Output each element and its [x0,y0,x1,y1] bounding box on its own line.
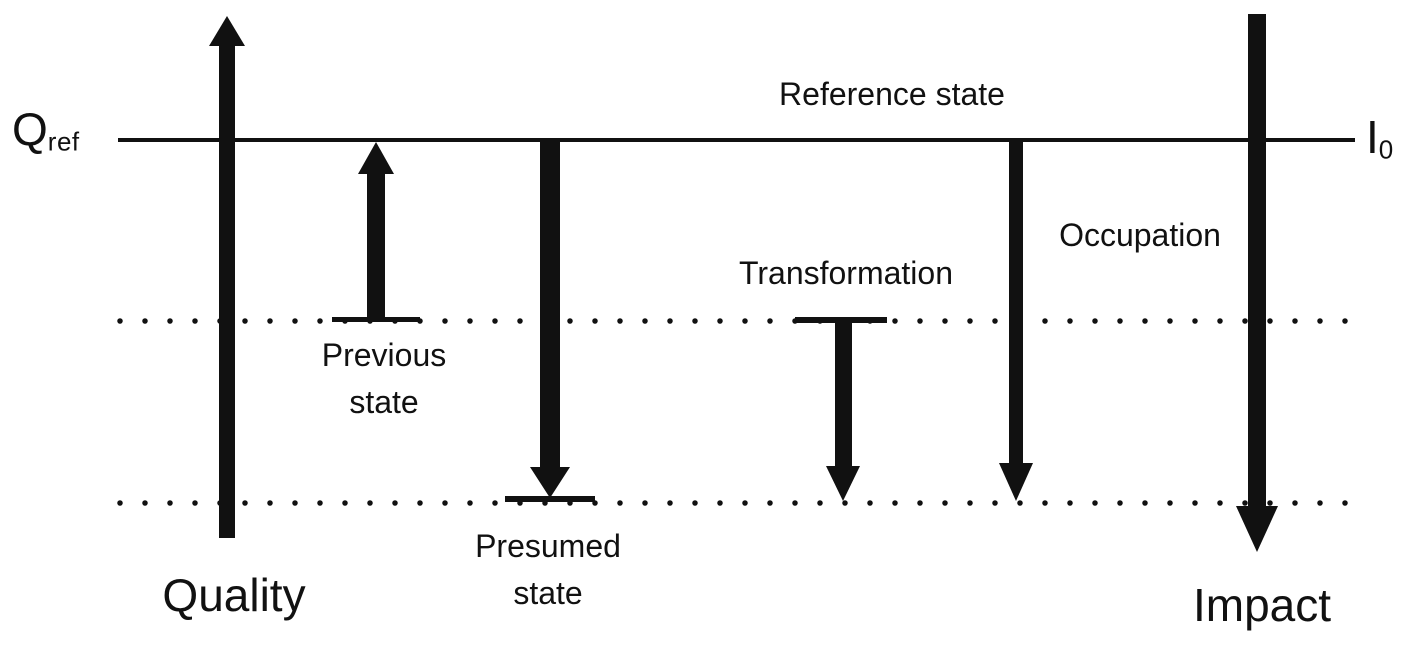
presumed-state-base-bar [505,496,595,502]
occupation-arrow [999,140,1033,501]
qref-label: Qref [12,102,80,158]
i0-symbol: I [1366,111,1379,163]
transformation-arrow-head-icon [826,466,860,501]
transformation-arrow [795,317,887,501]
quality-arrow-stem [219,42,235,538]
impact-arrow-head-icon [1236,506,1278,552]
quality-axis-label: Quality [162,569,306,621]
presumed-state-label: Presumed state [475,523,621,617]
previous-state-arrow-head-icon [358,142,394,174]
impact-arrow [1236,14,1278,552]
presumed-state-arrow [505,141,595,502]
qref-subscript: ref [47,126,80,157]
quality-axis-arrow [209,16,245,538]
previous-state-label: Previous state [322,332,447,426]
occupation-arrow-head-icon [999,463,1033,501]
occupation-arrow-stem [1009,140,1023,466]
occupation-label: Occupation [1059,217,1221,253]
reference-state-label: Reference state [779,76,1005,112]
previous-state-arrow-stem [367,170,385,320]
presumed-state-label-line1: Presumed [475,528,621,564]
previous-state-arrow [332,142,420,322]
presumed-state-label-line2: state [513,575,583,611]
presumed-state-arrow-head-icon [530,467,570,498]
i0-subscript: 0 [1378,134,1394,165]
i0-label: I0 [1366,110,1394,166]
qref-symbol: Q [12,103,48,155]
previous-state-label-line2: state [349,384,419,420]
impact-arrow-stem [1248,14,1266,510]
presumed-state-arrow-stem [540,141,560,471]
transformation-label: Transformation [739,255,953,291]
impact-arrow-label: Impact [1192,579,1332,631]
quality-arrow-head-icon [209,16,245,46]
transformation-arrow-stem [835,320,852,468]
previous-state-label-line1: Previous [321,337,447,373]
reference-state-line [118,138,1355,142]
